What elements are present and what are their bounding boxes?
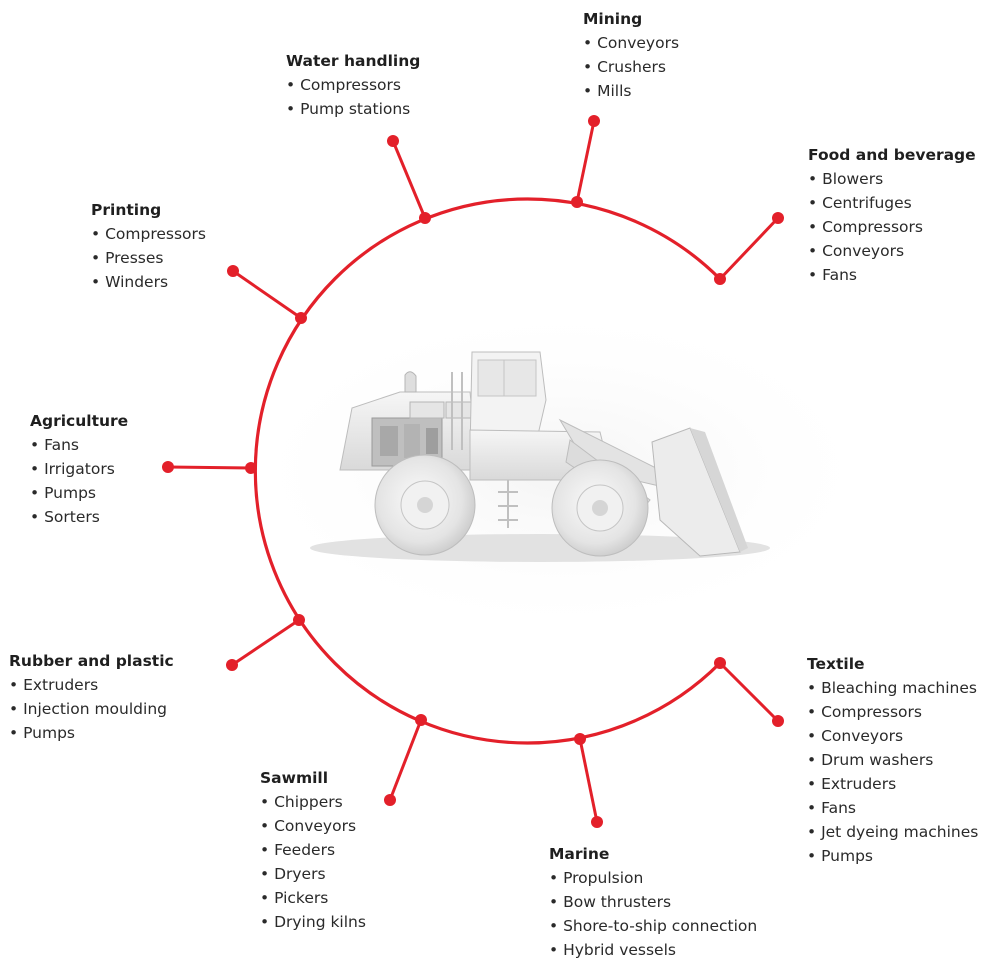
sawmill-item: Pickers (260, 886, 366, 910)
mining-item: Conveyors (583, 31, 679, 55)
textile-connector-line (718, 661, 780, 723)
food-beverage-connector-line (718, 216, 780, 281)
marine-item: Shore-to-ship connection (549, 914, 757, 938)
mining-arc-node (571, 196, 583, 208)
sawmill-item: Dryers (260, 862, 366, 886)
sawmill-title: Sawmill (260, 769, 329, 787)
sawmill-arc-node (415, 714, 427, 726)
food-beverage-item: Fans (808, 263, 976, 287)
printing-item: Presses (91, 246, 206, 270)
marine-connector-line (578, 738, 599, 823)
sawmill-item: Conveyors (260, 814, 366, 838)
marine-block: MarinePropulsionBow thrustersShore-to-sh… (549, 842, 757, 962)
mining-item: Mills (583, 79, 679, 103)
water-handling-item: Pump stations (286, 97, 420, 121)
agriculture-item: Sorters (30, 505, 128, 529)
sawmill-item: Drying kilns (260, 910, 366, 934)
water-handling-item: Compressors (286, 73, 420, 97)
printing-title: Printing (91, 201, 162, 219)
textile-arc-node (714, 657, 726, 669)
textile-block: TextileBleaching machinesCompressorsConv… (807, 652, 978, 868)
rubber-plastic-connector-line (231, 618, 300, 667)
sawmill-item: Feeders (260, 838, 366, 862)
food-beverage-item: Compressors (808, 215, 976, 239)
printing-connector-line (232, 269, 302, 320)
rubber-plastic-item: Injection moulding (9, 697, 174, 721)
rubber-plastic-end-node (226, 659, 238, 671)
food-beverage-item: Conveyors (808, 239, 976, 263)
food-beverage-title: Food and beverage (808, 146, 976, 164)
water-handling-arc-node (419, 212, 431, 224)
agriculture-end-node (162, 461, 174, 473)
water-handling-title: Water handling (286, 52, 421, 70)
textile-item: Pumps (807, 844, 978, 868)
water-handling-end-node (387, 135, 399, 147)
rubber-plastic-title: Rubber and plastic (9, 652, 174, 670)
agriculture-arc-node (245, 462, 257, 474)
water-handling-block: Water handlingCompressorsPump stations (286, 49, 420, 121)
sawmill-connector-line (388, 719, 423, 801)
water-handling-connector-line (391, 140, 427, 219)
wheel-loader-illustration (310, 351, 770, 562)
marine-end-node (591, 816, 603, 828)
mining-end-node (588, 115, 600, 127)
mining-connector-line (575, 120, 596, 203)
printing-end-node (227, 265, 239, 277)
textile-title: Textile (807, 655, 865, 673)
printing-item: Winders (91, 270, 206, 294)
printing-block: PrintingCompressorsPressesWinders (91, 198, 206, 294)
sawmill-block: SawmillChippersConveyorsFeedersDryersPic… (260, 766, 366, 934)
printing-item: Compressors (91, 222, 206, 246)
food-beverage-item: Blowers (808, 167, 976, 191)
food-beverage-block: Food and beverageBlowersCentrifugesCompr… (808, 143, 976, 287)
marine-item: Hybrid vessels (549, 938, 757, 962)
agriculture-block: AgricultureFansIrrigatorsPumpsSorters (30, 409, 128, 529)
textile-item: Drum washers (807, 748, 978, 772)
printing-arc-node (295, 312, 307, 324)
textile-item: Fans (807, 796, 978, 820)
marine-arc-node (574, 733, 586, 745)
textile-item: Extruders (807, 772, 978, 796)
textile-item: Bleaching machines (807, 676, 978, 700)
food-beverage-item: Centrifuges (808, 191, 976, 215)
textile-item: Conveyors (807, 724, 978, 748)
food-beverage-end-node (772, 212, 784, 224)
marine-title: Marine (549, 845, 610, 863)
rubber-plastic-item: Pumps (9, 721, 174, 745)
connector-lines (162, 115, 784, 828)
textile-end-node (772, 715, 784, 727)
sawmill-end-node (384, 794, 396, 806)
textile-item: Jet dyeing machines (807, 820, 978, 844)
rubber-plastic-arc-node (293, 614, 305, 626)
agriculture-item: Irrigators (30, 457, 128, 481)
sawmill-item: Chippers (260, 790, 366, 814)
agriculture-connector-line (167, 465, 252, 470)
mining-item: Crushers (583, 55, 679, 79)
textile-item: Compressors (807, 700, 978, 724)
marine-item: Bow thrusters (549, 890, 757, 914)
mining-title: Mining (583, 10, 643, 28)
rubber-plastic-item: Extruders (9, 673, 174, 697)
mining-block: MiningConveyorsCrushersMills (583, 7, 679, 103)
agriculture-item: Pumps (30, 481, 128, 505)
marine-item: Propulsion (549, 866, 757, 890)
agriculture-item: Fans (30, 433, 128, 457)
agriculture-title: Agriculture (30, 412, 129, 430)
food-beverage-arc-node (714, 273, 726, 285)
rubber-plastic-block: Rubber and plasticExtrudersInjection mou… (9, 649, 174, 745)
